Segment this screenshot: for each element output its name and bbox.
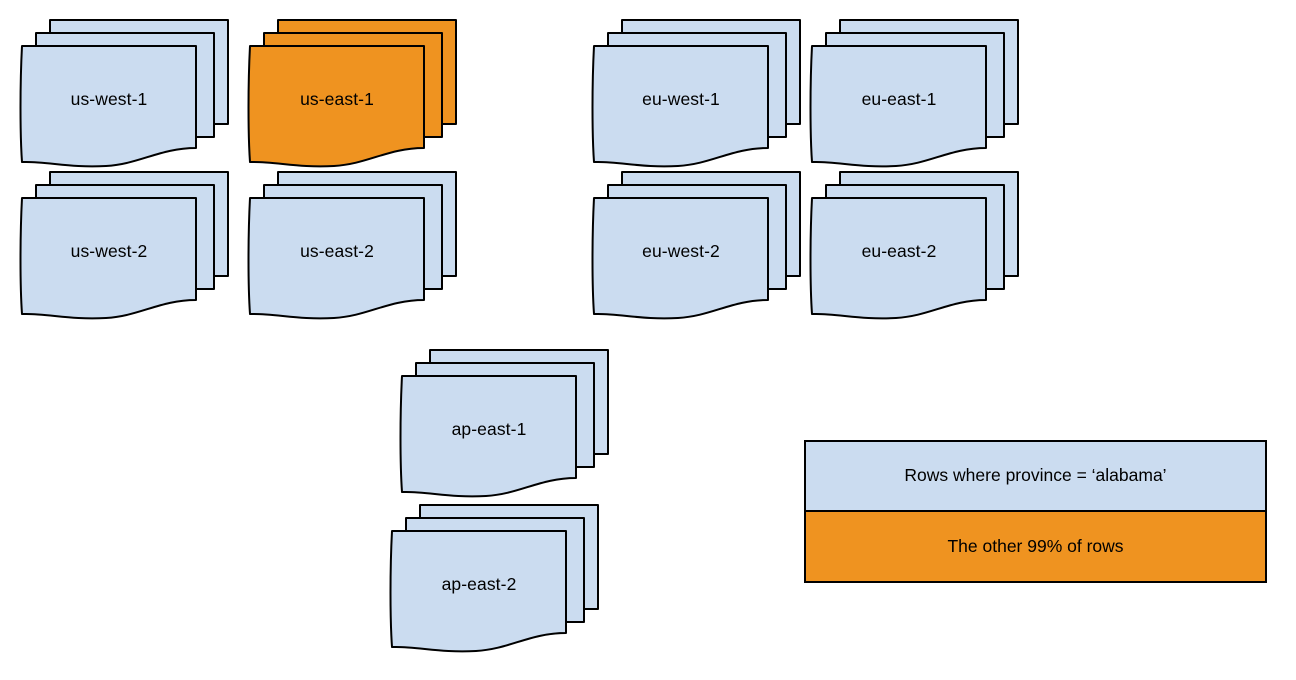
document-sheet-front	[19, 45, 197, 168]
legend-item-blue: Rows where province = ‘alabama’	[806, 442, 1265, 512]
document-sheet-front	[809, 197, 987, 320]
legend-label-blue: Rows where province = ‘alabama’	[904, 465, 1167, 486]
document-sheet-front	[809, 45, 987, 168]
document-sheet-front	[19, 197, 197, 320]
region-stack-eu-west-1[interactable]: eu-west-1	[591, 18, 801, 173]
region-stack-ap-east-2[interactable]: ap-east-2	[389, 503, 599, 658]
region-stack-us-east-2[interactable]: us-east-2	[247, 170, 457, 325]
region-stack-eu-east-1[interactable]: eu-east-1	[809, 18, 1019, 173]
region-stack-ap-east-1[interactable]: ap-east-1	[399, 348, 609, 503]
legend-item-orange: The other 99% of rows	[806, 511, 1265, 581]
region-stack-us-east-1[interactable]: us-east-1	[247, 18, 457, 173]
document-sheet-front	[591, 45, 769, 168]
legend-label-orange: The other 99% of rows	[947, 535, 1124, 556]
document-sheet-front	[399, 375, 577, 498]
region-stack-eu-east-2[interactable]: eu-east-2	[809, 170, 1019, 325]
document-sheet-front	[591, 197, 769, 320]
document-sheet-front	[389, 530, 567, 653]
region-stack-us-west-2[interactable]: us-west-2	[19, 170, 229, 325]
document-sheet-front	[247, 197, 425, 320]
document-sheet-front	[247, 45, 425, 168]
region-stack-us-west-1[interactable]: us-west-1	[19, 18, 229, 173]
region-stack-eu-west-2[interactable]: eu-west-2	[591, 170, 801, 325]
legend: Rows where province = ‘alabama’ The othe…	[804, 440, 1267, 583]
